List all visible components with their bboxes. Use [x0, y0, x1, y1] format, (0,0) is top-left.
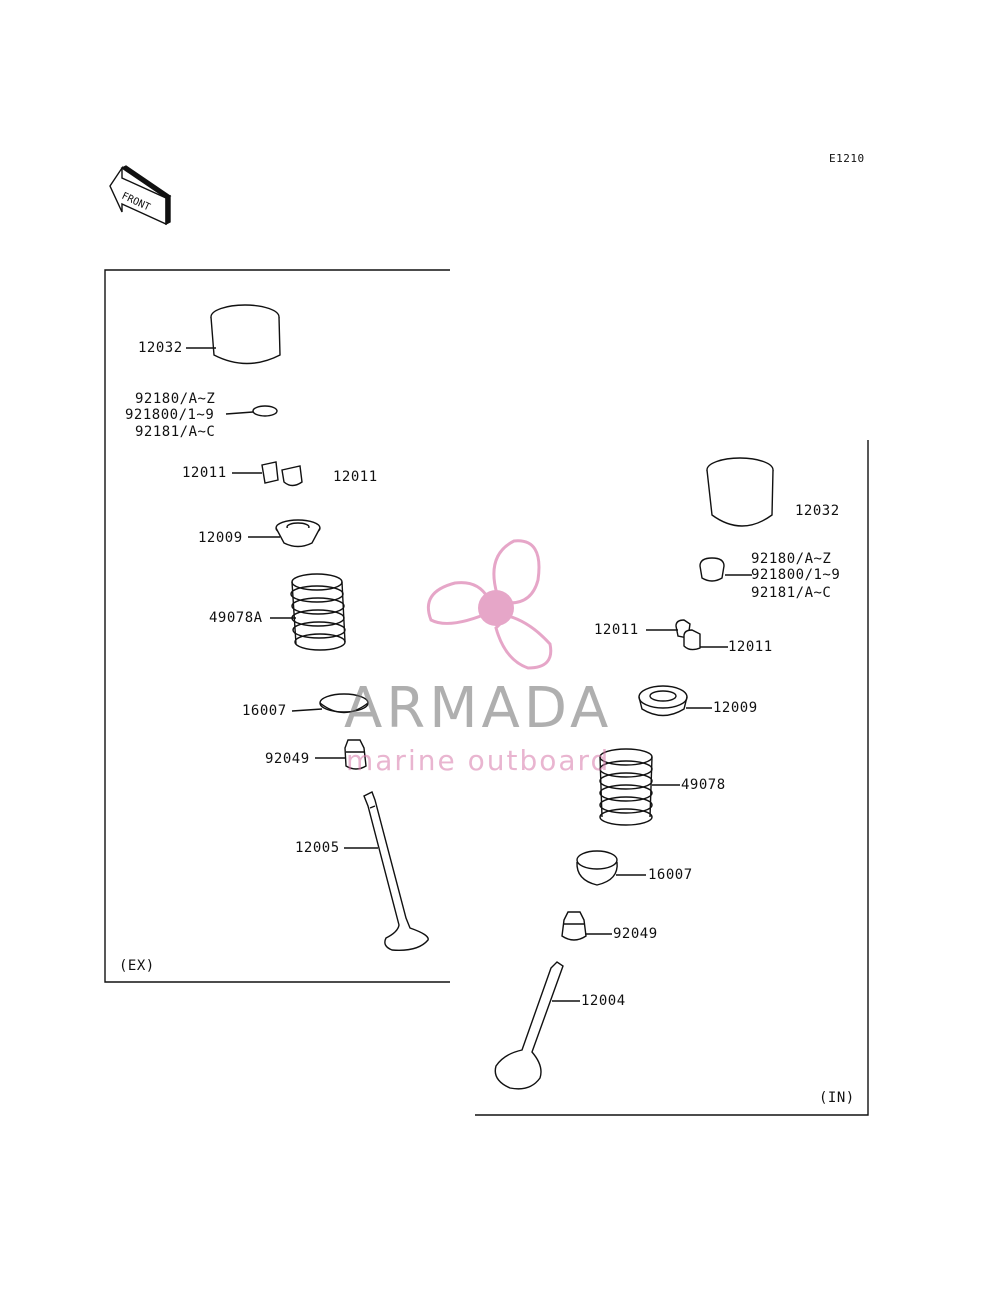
ex-keeper-label-left: 12011	[182, 465, 227, 481]
ex-keeper-label-right: 12011	[333, 469, 378, 485]
in-valve-label: 12004	[581, 993, 626, 1009]
ex-retainer-label: 12009	[198, 530, 243, 546]
in-valve-shape	[494, 961, 564, 1090]
ex-tappet-label: 12032	[138, 340, 183, 356]
in-spring-shape	[599, 748, 653, 826]
ex-shim-label-b: 921800/1~9	[125, 407, 215, 423]
ex-valve-label: 12005	[295, 840, 340, 856]
ex-valve-shape	[363, 791, 429, 951]
front-arrow-icon: FRONT	[109, 165, 172, 226]
ex-keeper-shape	[261, 461, 303, 487]
watermark-propeller-icon	[426, 539, 553, 670]
in-keeper-label-left: 12011	[594, 622, 639, 638]
ex-retainer-shape	[275, 519, 321, 548]
in-section-label: (IN)	[819, 1090, 855, 1106]
in-spring-seat-shape	[576, 850, 618, 886]
ex-shim-label-c: 92181/A~C	[135, 424, 216, 440]
ex-spring-seat-shape	[319, 693, 369, 714]
in-retainer-label: 12009	[713, 700, 758, 716]
ex-shim-shape	[252, 405, 278, 417]
ex-tappet-shape	[210, 304, 281, 365]
intake-frame	[475, 440, 869, 1116]
in-retainer-shape	[638, 685, 688, 717]
in-stem-seal-shape	[561, 911, 587, 941]
in-tappet-label: 12032	[795, 503, 840, 519]
ex-spring-seat-label: 16007	[242, 703, 287, 719]
ex-section-label: (EX)	[119, 958, 155, 974]
in-shim-label-b: 921800/1~9	[751, 567, 841, 583]
ex-stem-seal-label: 92049	[265, 751, 310, 767]
in-spring-label: 49078	[681, 777, 726, 793]
ex-stem-seal-shape	[344, 739, 367, 770]
in-keeper-shape	[675, 619, 701, 651]
ex-spring-label: 49078A	[209, 610, 263, 626]
in-shim-label-a: 92180/A~Z	[751, 551, 832, 567]
ex-shim-label-a: 92180/A~Z	[135, 391, 216, 407]
exhaust-frame	[104, 269, 450, 983]
in-shim-label-c: 92181/A~C	[751, 585, 832, 601]
in-keeper-label-right: 12011	[728, 639, 773, 655]
diagram-code: E1210	[829, 152, 865, 165]
in-tappet-shape	[706, 457, 774, 527]
in-shim-shape	[699, 557, 725, 582]
watermark-title: ARMADA	[344, 676, 613, 741]
watermark-subtitle: marine outboard	[346, 744, 611, 777]
in-stem-seal-label: 92049	[613, 926, 658, 942]
ex-spring-shape	[290, 573, 346, 651]
in-spring-seat-label: 16007	[648, 867, 693, 883]
